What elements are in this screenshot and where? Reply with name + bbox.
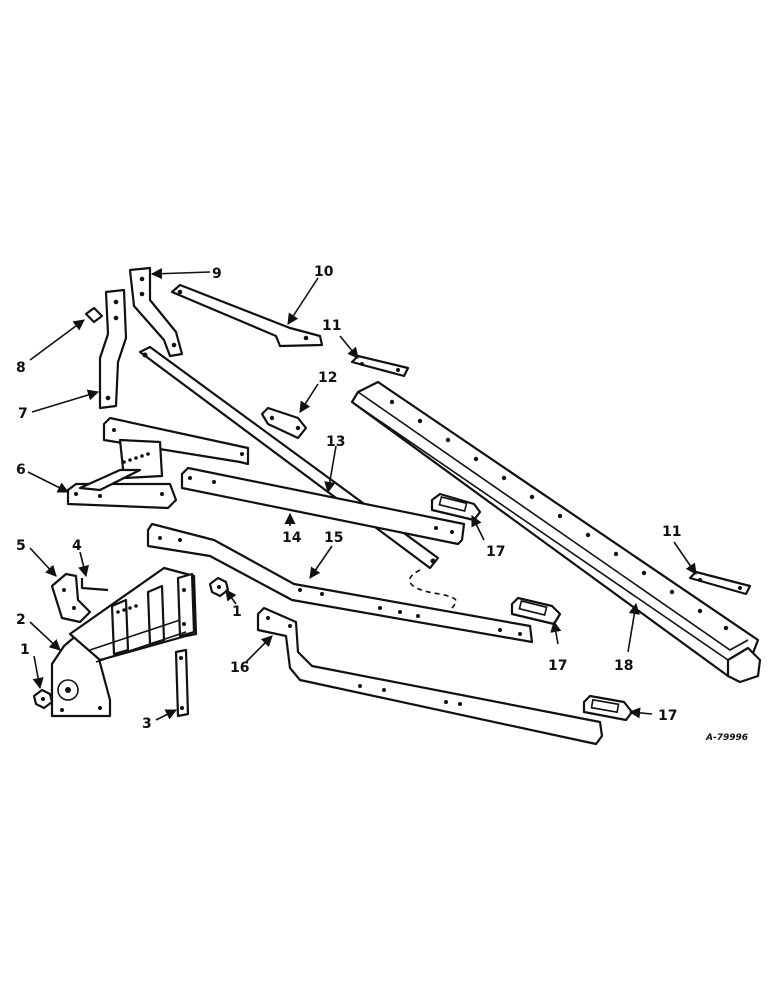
part-5-bracket-plate bbox=[50, 572, 92, 624]
part-15-offset-bar bbox=[146, 522, 534, 644]
callout-6: 6 bbox=[16, 462, 26, 478]
part-17-plate-b bbox=[510, 596, 562, 626]
part-14-flat-bar bbox=[180, 466, 466, 546]
callout-5: 5 bbox=[16, 538, 26, 554]
callout-11-right: 11 bbox=[662, 524, 681, 540]
part-2-main-bracket bbox=[50, 566, 198, 718]
callout-12: 12 bbox=[318, 370, 337, 386]
callout-9: 9 bbox=[212, 266, 222, 282]
callout-2: 2 bbox=[16, 612, 26, 628]
callout-15: 15 bbox=[324, 530, 343, 546]
callout-1-left: 1 bbox=[20, 642, 30, 658]
callout-16: 16 bbox=[230, 660, 249, 676]
callout-7: 7 bbox=[18, 406, 28, 422]
part-18-main-beam bbox=[350, 380, 762, 684]
callout-17-a: 17 bbox=[486, 544, 505, 560]
callout-8: 8 bbox=[16, 360, 26, 376]
part-6-frame bbox=[66, 416, 250, 510]
part-17-plate-c bbox=[582, 694, 634, 722]
callout-17-b: 17 bbox=[548, 658, 567, 674]
part-9-bracket bbox=[128, 266, 184, 358]
callout-18: 18 bbox=[614, 658, 633, 674]
callout-10: 10 bbox=[314, 264, 334, 280]
callout-11-top: 11 bbox=[322, 318, 341, 334]
leader-lines bbox=[27, 268, 697, 721]
part-11-plate-top bbox=[350, 354, 410, 378]
callout-13: 13 bbox=[326, 434, 345, 450]
callout-14: 14 bbox=[282, 530, 302, 546]
part-4-pin bbox=[80, 578, 109, 592]
part-16-offset-bar bbox=[256, 606, 604, 746]
part-8-pin bbox=[84, 306, 104, 324]
figure-id: A-79996 bbox=[705, 733, 748, 743]
part-11-plate-right bbox=[688, 570, 752, 596]
part-1-bolt-right bbox=[208, 576, 230, 598]
callout-3: 3 bbox=[142, 716, 152, 732]
callout-4: 4 bbox=[72, 538, 82, 554]
part-1-bolt-left bbox=[32, 688, 54, 710]
part-10-bent-bar bbox=[170, 283, 324, 348]
callout-labels: 1 1 2 3 4 5 6 7 8 9 10 11 11 12 13 14 15… bbox=[16, 264, 748, 743]
callout-17-c: 17 bbox=[658, 708, 677, 724]
part-3-strap bbox=[174, 648, 190, 718]
part-17-plate-a bbox=[430, 492, 482, 522]
part-7-upright-bracket bbox=[98, 288, 128, 410]
dashed-connector bbox=[408, 569, 457, 611]
part-12-link bbox=[260, 406, 308, 440]
callout-1-right: 1 bbox=[232, 604, 242, 620]
